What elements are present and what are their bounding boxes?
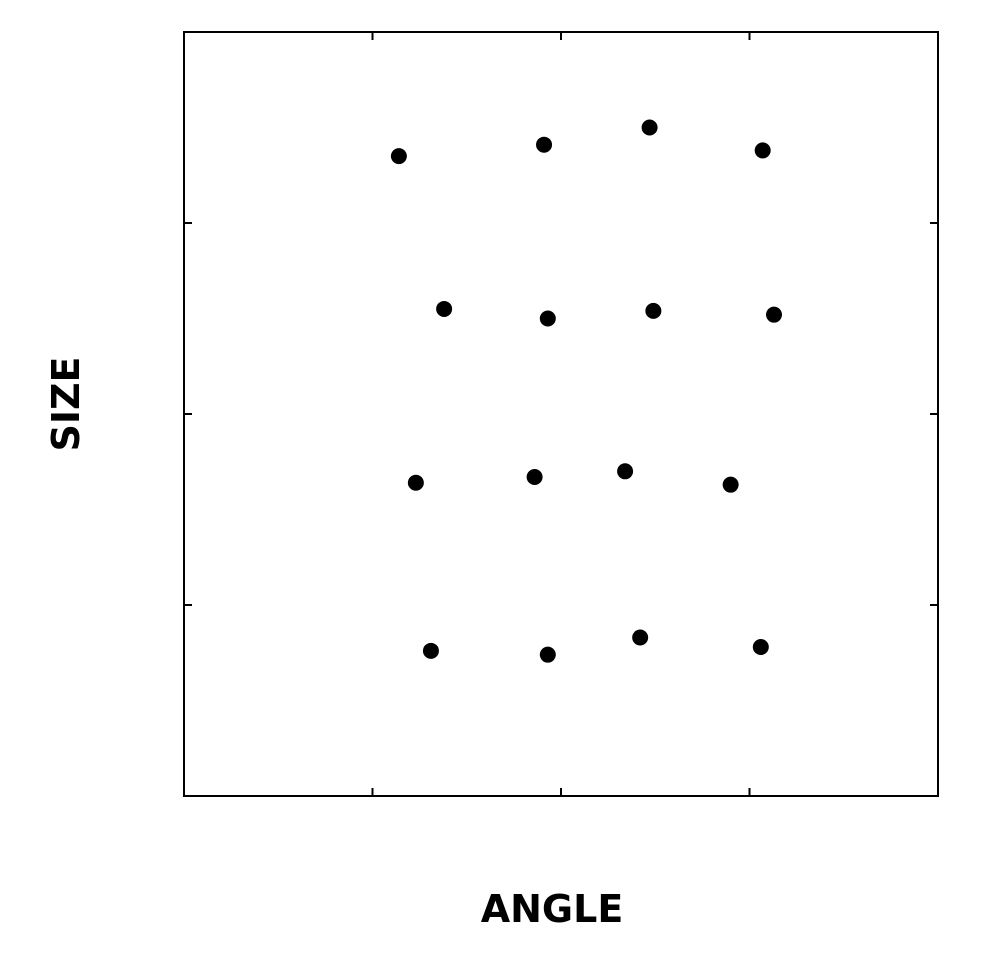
data-point bbox=[526, 469, 543, 486]
data-point bbox=[407, 474, 424, 491]
data-point bbox=[722, 476, 739, 493]
data-point bbox=[641, 119, 658, 136]
data-point bbox=[766, 306, 783, 323]
axis-ticks bbox=[183, 31, 939, 797]
data-point bbox=[752, 639, 769, 656]
data-points bbox=[390, 119, 783, 663]
data-point bbox=[422, 642, 439, 659]
data-point bbox=[645, 302, 662, 319]
data-point bbox=[632, 629, 649, 646]
data-point bbox=[754, 142, 771, 159]
data-point bbox=[539, 646, 556, 663]
x-axis-label: ANGLE bbox=[481, 887, 624, 931]
plot-area-frame bbox=[183, 31, 939, 797]
data-point bbox=[617, 463, 634, 480]
data-point bbox=[539, 310, 556, 327]
data-point bbox=[436, 300, 453, 317]
y-axis-label: SIZE bbox=[44, 356, 88, 451]
data-point bbox=[390, 148, 407, 165]
data-point bbox=[536, 136, 553, 153]
